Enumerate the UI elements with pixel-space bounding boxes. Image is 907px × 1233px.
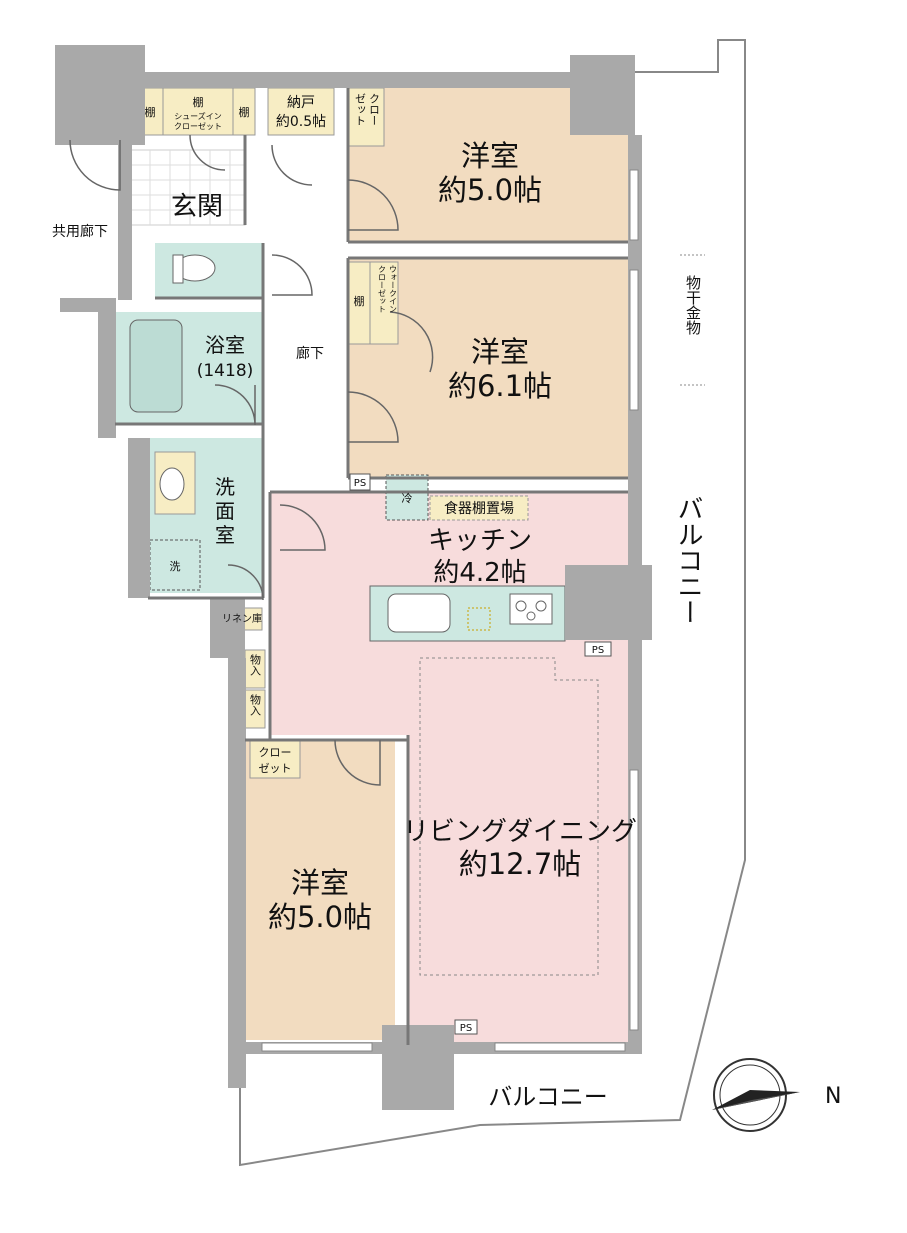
door-shoe — [189, 134, 226, 171]
ps-box-2 — [584, 641, 612, 657]
ldk-size: 約12.7帖 — [459, 847, 582, 881]
closet-bottom-line1: クロー — [259, 746, 292, 759]
shoe-closet-line1: シューズイン — [174, 111, 222, 121]
balcony-south-label: バルコニー — [488, 1083, 608, 1111]
closet-bottom-box — [249, 739, 301, 779]
closet-top-label-1: クロー — [368, 93, 381, 126]
window-e1 — [629, 169, 639, 241]
burner-2 — [535, 600, 547, 612]
hallway-name: 廊下 — [296, 345, 324, 362]
door-room1 — [347, 179, 399, 231]
closet-top-label-2: ゼット — [354, 93, 367, 126]
balcony-outline — [239, 39, 746, 1167]
kitchen-size: 約4.2帖 — [433, 558, 526, 588]
shelf-wic-label: 棚 — [354, 294, 365, 308]
door-hall — [279, 504, 326, 551]
linen-label: リネン庫 — [222, 612, 262, 625]
shoe-closet-line2: クローゼット — [174, 121, 222, 131]
storeroom-size: 約0.5帖 — [276, 114, 326, 130]
shelf-left-label: 棚 — [145, 105, 156, 119]
ps-label-2: PS — [592, 645, 604, 656]
entrance-name: 玄関 — [171, 192, 223, 222]
toilet-tank — [172, 254, 184, 284]
door-storeroom — [271, 144, 313, 186]
walkin-line2: クローゼット — [378, 265, 387, 313]
wall-corridor-top — [60, 298, 116, 312]
room3-name: 洋室 — [291, 866, 349, 900]
western-room-1-floor — [348, 88, 628, 242]
walkin-closet-box — [369, 261, 399, 345]
wall-corner-tl — [55, 45, 145, 145]
storeroom-box — [267, 87, 335, 136]
living-dashed-area — [419, 657, 599, 976]
burner-3 — [526, 611, 536, 621]
dishwasher-area — [467, 607, 491, 631]
room1-size: 約5.0帖 — [438, 173, 542, 207]
column-center — [565, 565, 652, 640]
washroom-name-2: 面 — [215, 499, 235, 523]
room1-name: 洋室 — [461, 139, 519, 173]
window-e3 — [629, 769, 639, 1031]
washbasin-bowl — [159, 467, 185, 501]
kitchen-sink — [387, 593, 451, 633]
dish-shelf-box — [429, 495, 529, 521]
window-s1 — [261, 1042, 373, 1052]
window-e2 — [629, 269, 639, 411]
door-entrance — [69, 139, 121, 191]
room2-size: 約6.1帖 — [448, 369, 552, 403]
western-room-3-floor — [245, 740, 395, 1040]
washroom-name-3: 室 — [215, 523, 235, 547]
door-toilet — [271, 254, 313, 296]
closet-bottom-line2: ゼット — [259, 762, 292, 775]
western-room-2-floor — [348, 258, 628, 478]
storage-item-1-label: 物入 — [249, 653, 262, 676]
room3-size: 約5.0帖 — [268, 900, 372, 934]
wall-top — [130, 72, 570, 88]
wall-corner-tr — [570, 55, 635, 135]
wall-entrance-left — [118, 135, 132, 300]
balcony-east-label: バルコニー — [673, 495, 703, 625]
closet-top-box — [347, 87, 385, 147]
wall-left-2 — [128, 438, 150, 598]
bathroom-size: (1418) — [197, 361, 254, 381]
ps-box-3 — [454, 1019, 478, 1035]
washer-label: 洗 — [170, 560, 181, 573]
ps-label-3: PS — [460, 1023, 472, 1034]
compass-north-label: N — [825, 1084, 841, 1109]
ps-label-1: PS — [354, 478, 366, 489]
shelf-top-label: 棚 — [193, 95, 204, 109]
door-bath — [214, 384, 256, 426]
walkin-line1: ウォークイン — [389, 265, 398, 313]
wall-left-3 — [210, 598, 245, 658]
door-wash — [227, 564, 264, 601]
door-room3 — [334, 739, 381, 786]
kitchen-name: キッチン — [428, 526, 532, 556]
compass — [712, 1058, 800, 1132]
ps-box-1 — [349, 473, 371, 491]
ldk-name: リビングダイニング — [403, 817, 637, 847]
bathroom-name: 浴室 — [205, 333, 245, 357]
door-room2-a — [347, 391, 399, 443]
storeroom-name: 納戸 — [287, 95, 315, 111]
wall-left-4 — [228, 658, 246, 1088]
washer-box — [149, 539, 201, 591]
storage-item-2-label: 物入 — [249, 693, 262, 716]
bathtub — [129, 319, 183, 413]
dish-shelf-label: 食器棚置場 — [444, 500, 514, 517]
column-bottom — [382, 1025, 454, 1110]
window-s2 — [494, 1042, 626, 1052]
washroom-name-1: 洗 — [215, 475, 235, 499]
door-room2-b — [389, 311, 434, 373]
fridge-label: 冷 — [402, 492, 413, 505]
entrance-floor — [129, 149, 246, 226]
laundry-pole-label: 物干金物 — [684, 275, 702, 336]
room2-name: 洋室 — [471, 335, 529, 369]
common-corridor-label: 共用廊下 — [52, 223, 108, 240]
fridge-box — [385, 474, 429, 521]
wall-left-1 — [98, 298, 116, 438]
shelf-right-label: 棚 — [239, 105, 250, 119]
burner-1 — [515, 600, 527, 612]
